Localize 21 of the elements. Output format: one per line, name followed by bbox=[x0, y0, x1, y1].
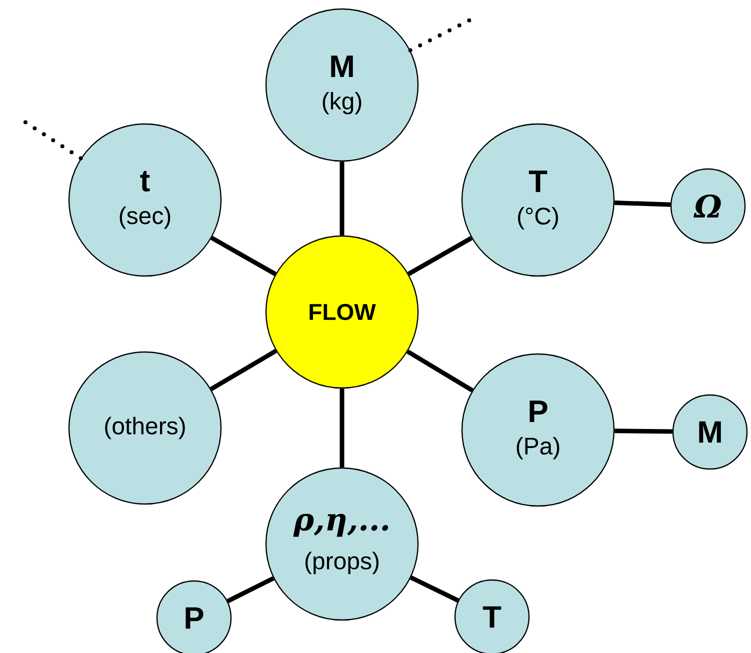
connector-line bbox=[406, 350, 474, 392]
circle-node: M (kg) bbox=[265, 8, 419, 162]
circle-node: T (°C) bbox=[461, 123, 615, 277]
connector-line bbox=[614, 428, 672, 434]
circle-node: T bbox=[454, 579, 530, 653]
connector-line bbox=[410, 576, 460, 603]
connector-line bbox=[614, 200, 671, 207]
connector-line bbox=[407, 236, 473, 276]
circle-node: t (sec) bbox=[68, 123, 222, 277]
circle-node: Ω bbox=[670, 168, 746, 244]
circle-node: (others) bbox=[68, 351, 222, 505]
connector-line bbox=[210, 236, 277, 276]
connector-line bbox=[210, 348, 278, 392]
dotted-line bbox=[408, 18, 472, 52]
circle-node: P bbox=[156, 580, 232, 653]
connector-line bbox=[340, 388, 344, 468]
connector-line bbox=[340, 162, 344, 236]
circle-node: ρ,η,... (props) bbox=[265, 467, 419, 621]
circle-node: P (Pa) bbox=[461, 353, 615, 507]
circle-node: M bbox=[672, 394, 748, 470]
connector-line bbox=[226, 576, 274, 604]
